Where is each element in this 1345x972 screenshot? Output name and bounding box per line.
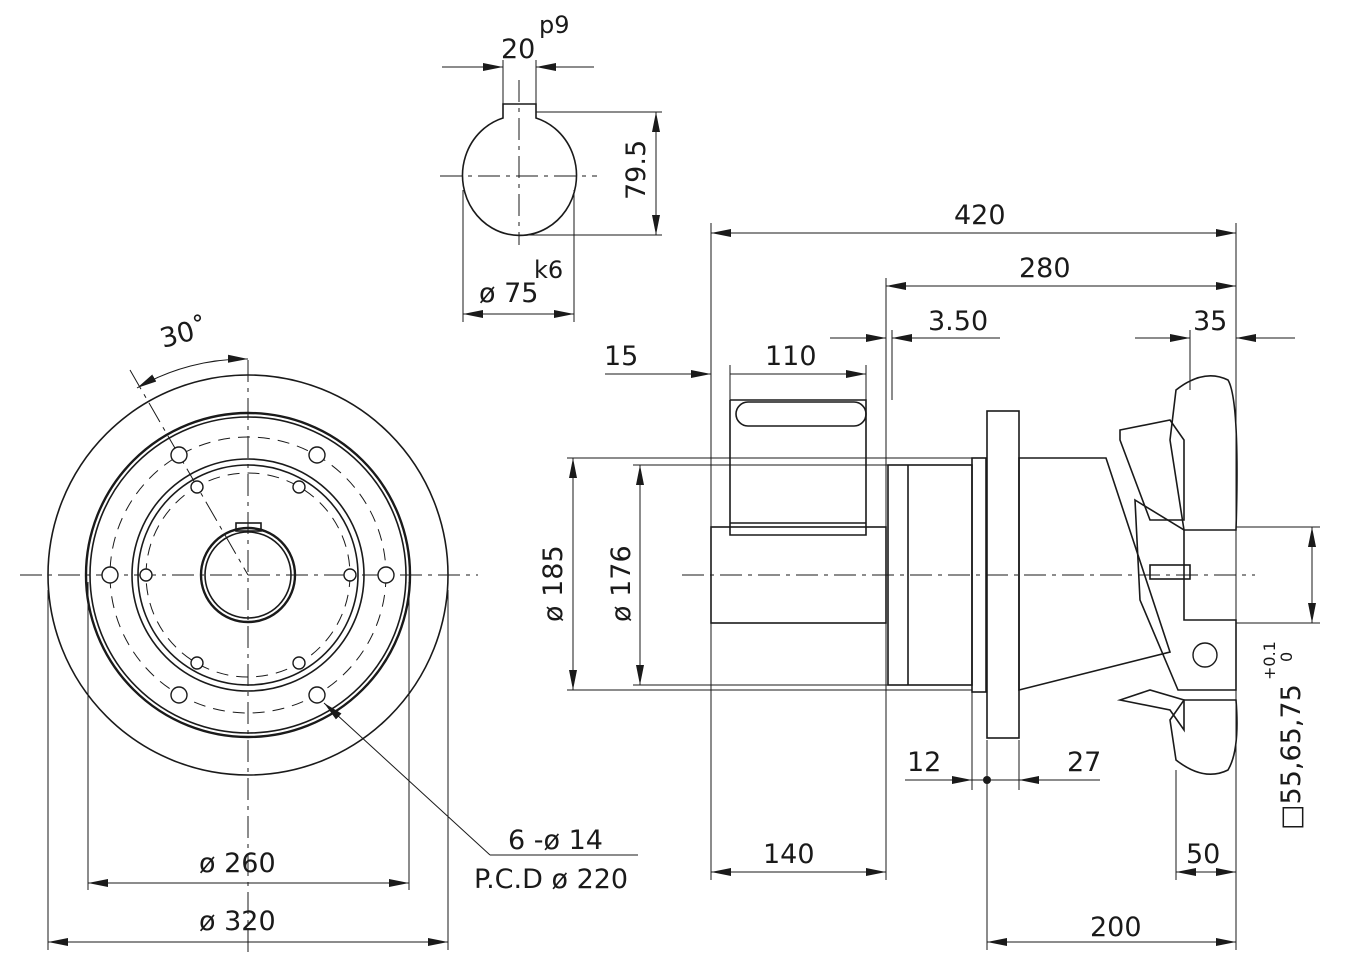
pcd-label: P.C.D ø 220 (474, 864, 628, 895)
flange-to-end-label: 200 (1090, 912, 1142, 943)
side-view (567, 223, 1320, 950)
square-bore-label: □55,65,75 (1276, 684, 1307, 830)
inner-diameter-label: ø 260 (199, 848, 276, 879)
bolt-hole (170, 686, 188, 704)
holes-label: 6 -ø 14 (508, 825, 603, 856)
keyway-length-label: 110 (765, 341, 817, 372)
key-width-label: 20 (501, 34, 535, 65)
small-hole (292, 656, 306, 670)
outer-diameter-label: ø 320 (199, 906, 276, 937)
small-hole (190, 656, 204, 670)
flange-27-label: 27 (1067, 747, 1101, 778)
tip-length-label: 35 (1193, 306, 1227, 337)
shaft-section-view (440, 60, 662, 322)
tolerance-lower-label: 0 (1277, 652, 1296, 662)
gap-label: 3.50 (928, 306, 988, 337)
small-hole (139, 568, 153, 582)
diameter-176-label: ø 176 (606, 545, 637, 622)
overall-length-label: 420 (954, 200, 1006, 231)
small-hole (190, 480, 204, 494)
body-length-label: 280 (1019, 253, 1071, 284)
key-height-label: 79.5 (621, 140, 652, 200)
bolt-hole (170, 446, 188, 464)
shaft-diameter-tolerance-label: k6 (534, 256, 563, 284)
flange-12-label: 12 (907, 747, 941, 778)
lubrication-port (1192, 642, 1218, 668)
shoulder-label: 15 (604, 341, 638, 372)
bolt-hole (377, 566, 395, 584)
bolt-hole (101, 566, 119, 584)
small-hole (292, 480, 306, 494)
angle-label: 30˚ (157, 312, 211, 354)
key-width-tolerance-label: p9 (539, 11, 570, 39)
shaft-diameter-label: ø 75 (479, 278, 538, 309)
tolerance-upper-label: +0.1 (1260, 641, 1279, 680)
bolt-hole (308, 686, 326, 704)
bolt-hole (308, 446, 326, 464)
front-view (20, 354, 638, 955)
small-hole (343, 568, 357, 582)
shaft-length-label: 140 (763, 839, 815, 870)
diameter-185-label: ø 185 (538, 545, 569, 622)
bore-depth-label: 50 (1186, 839, 1220, 870)
